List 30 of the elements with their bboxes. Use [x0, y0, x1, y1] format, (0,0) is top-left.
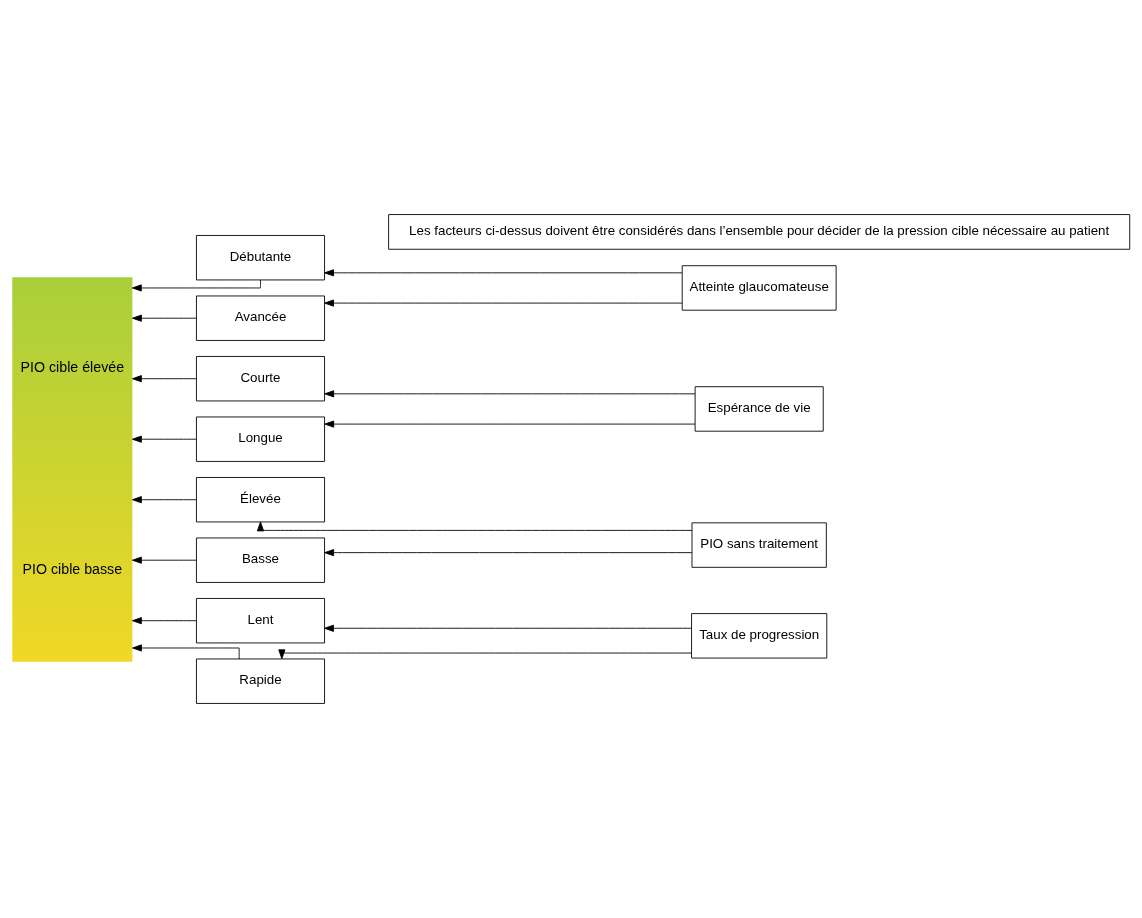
- arrow: [324, 299, 683, 307]
- node-box: Avancée: [196, 295, 325, 341]
- node-box: Atteinte glaucomateuse: [681, 265, 837, 311]
- node-box: Élevée: [196, 477, 325, 523]
- arrow: [132, 644, 240, 660]
- node-box: Débutante: [196, 235, 325, 281]
- arrow: [132, 314, 197, 322]
- node-box: Lent: [196, 598, 325, 644]
- arrow: [132, 617, 197, 625]
- arrow: [132, 496, 197, 504]
- arrow: [278, 649, 692, 660]
- node-box: Taux de progression: [691, 613, 828, 659]
- node-box: PIO sans traitement: [691, 522, 827, 568]
- arrow: [324, 624, 692, 632]
- arrow: [324, 390, 696, 398]
- arrow: [132, 556, 197, 564]
- node-box: Courte: [196, 356, 325, 402]
- node-box: Longue: [196, 416, 325, 462]
- arrow: [324, 420, 696, 428]
- arrow: [132, 375, 197, 383]
- node-box: PIO cible élevée PIO cible basse: [12, 277, 133, 662]
- arrow: [132, 435, 197, 443]
- node-box: Rapide: [196, 658, 325, 704]
- node-box: Espérance de vie: [694, 386, 824, 432]
- arrow: [131, 279, 261, 292]
- arrow: [324, 269, 683, 277]
- arrow: [256, 521, 693, 532]
- arrow: [324, 549, 693, 557]
- node-box: Les facteurs ci-dessus doivent être considérés dans l’ensemble pour décider de la pression cible nécessaire au patient: [388, 214, 1131, 250]
- node-box: Basse: [196, 537, 325, 583]
